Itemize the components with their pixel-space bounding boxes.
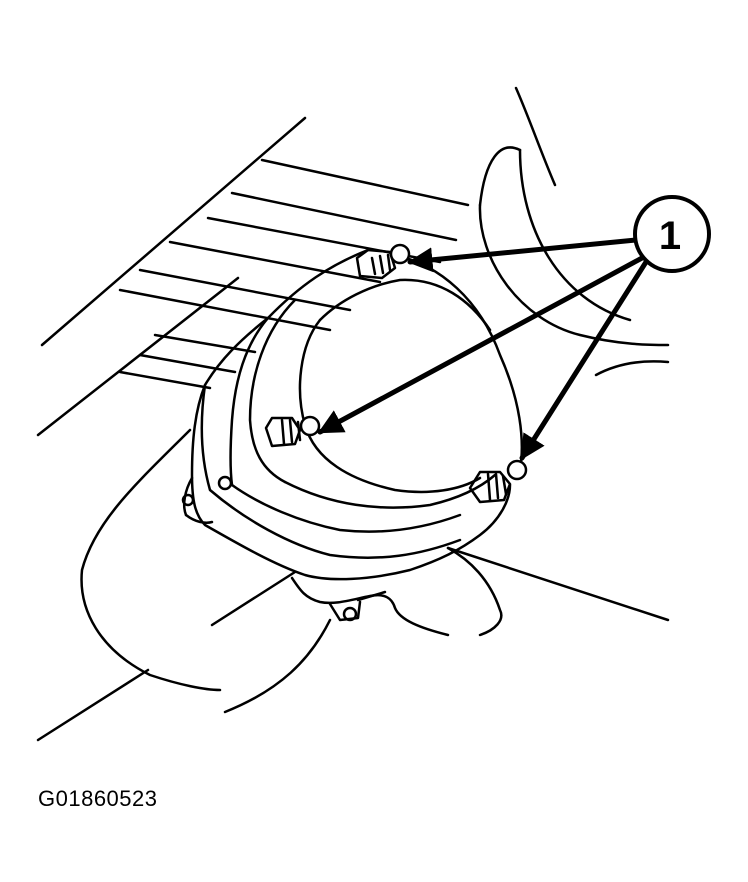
arrow-to-left-stud: [317, 255, 645, 435]
pipe-opening: [298, 278, 492, 494]
lower-exhaust-pipe: [36, 428, 670, 742]
upper-exhaust-pipe: [478, 86, 670, 377]
figure-code: G01860523: [38, 786, 158, 811]
stud-right: [468, 459, 528, 504]
callout-bubble: 1: [633, 195, 711, 273]
hanger-bracket: [290, 576, 450, 637]
floor-pan-lines: [36, 116, 470, 437]
arrow-to-top-stud: [407, 237, 639, 273]
callout-arrows: [317, 237, 649, 461]
callout-number: 1: [659, 214, 681, 258]
stud-left: [264, 415, 321, 448]
stud-top: [355, 243, 411, 280]
arrow-to-right-stud: [519, 259, 649, 461]
flange-rivet: [181, 475, 233, 507]
